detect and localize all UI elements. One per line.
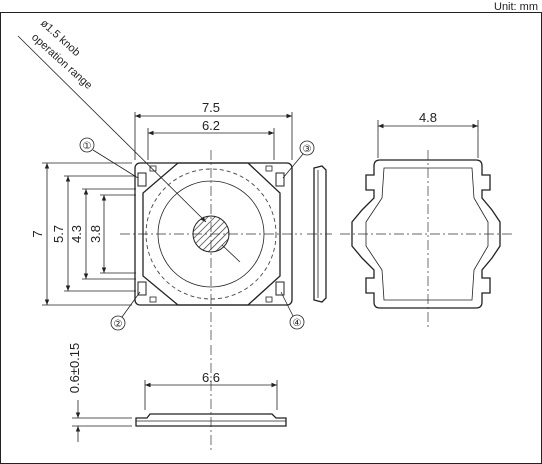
side-profile-view bbox=[307, 165, 332, 303]
knob-leader-line bbox=[17, 35, 207, 223]
operation-range-line bbox=[221, 244, 241, 263]
bottom-view: 6.6 0.6±0.15 bbox=[67, 343, 287, 442]
callout-label-2: ② bbox=[114, 319, 123, 330]
unit-label: Unit: mm bbox=[494, 1, 538, 13]
bottom-view-body bbox=[135, 413, 287, 427]
front-view bbox=[120, 150, 302, 450]
dim-label-7-5: 7.5 bbox=[202, 100, 220, 115]
callout-circle-1 bbox=[79, 137, 95, 153]
corner-mark bbox=[149, 165, 157, 172]
corner-mark bbox=[265, 165, 273, 172]
dim-label-4-8: 4.8 bbox=[419, 110, 437, 125]
dim-label-4-3: 4.3 bbox=[69, 225, 84, 243]
right-view: 4.8 bbox=[340, 110, 512, 330]
callout-circle-4 bbox=[289, 314, 305, 330]
dim-label-5-7: 5.7 bbox=[51, 225, 66, 243]
side-profile-outline bbox=[313, 165, 327, 303]
corner-mark bbox=[265, 296, 273, 303]
dim-label-3-8: 3.8 bbox=[88, 225, 103, 243]
top-dimensions: 7.5 6.2 bbox=[134, 100, 293, 160]
callout-circle-2 bbox=[110, 315, 126, 331]
terminal-3 bbox=[275, 172, 285, 187]
knob-note: ø1.5 knob operation range bbox=[17, 17, 207, 223]
dim-label-7: 7 bbox=[30, 230, 45, 237]
callout-label-1: ① bbox=[83, 141, 92, 152]
callout-label-3: ③ bbox=[303, 144, 312, 155]
dim-label-6-2: 6.2 bbox=[202, 118, 220, 133]
terminal-1 bbox=[137, 172, 147, 187]
right-view-body bbox=[351, 159, 501, 309]
terminal-4 bbox=[275, 281, 285, 296]
left-dimensions: 7 5.7 4.3 3.8 bbox=[30, 162, 136, 306]
terminal-callouts: ① ② ③ ④ bbox=[79, 137, 315, 331]
right-view-inner bbox=[365, 167, 489, 301]
callout-circle-3 bbox=[299, 140, 315, 156]
dim-label-6-6: 6.6 bbox=[202, 370, 220, 385]
switch-octagon-cover bbox=[142, 162, 281, 306]
corner-mark bbox=[149, 296, 157, 303]
dim-label-thickness: 0.6±0.15 bbox=[67, 343, 82, 394]
terminal-2 bbox=[137, 281, 147, 296]
callout-label-4: ④ bbox=[293, 318, 302, 329]
